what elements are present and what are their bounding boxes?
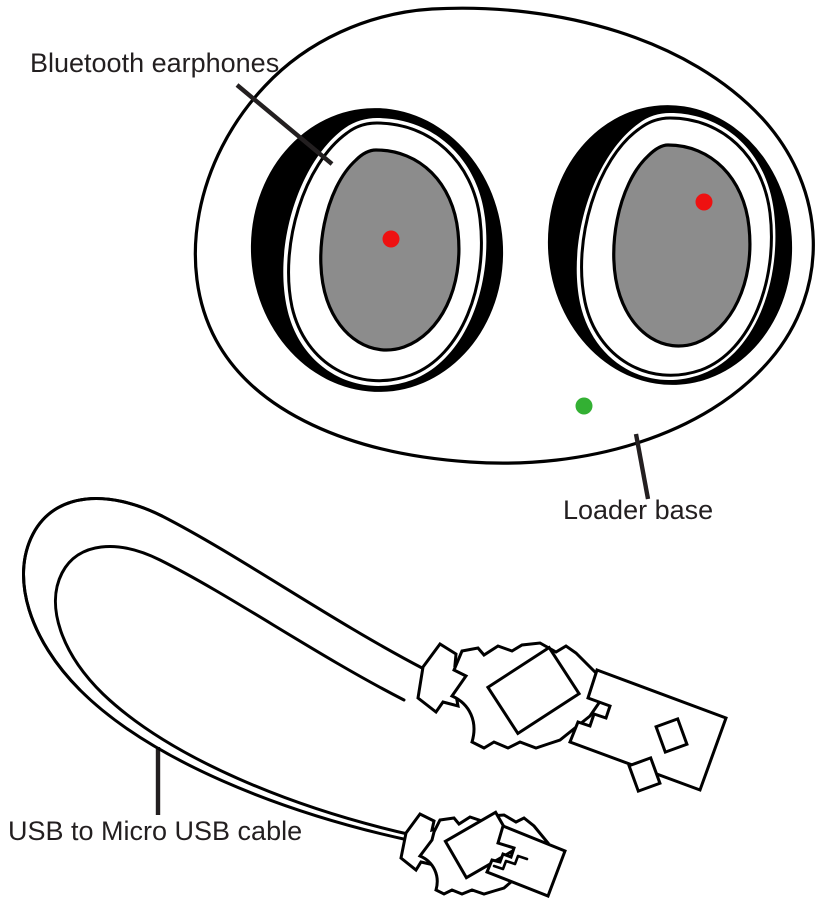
charging-status-led-icon [575,397,593,415]
usb-a-tongue-cutout-lower [627,755,662,794]
earbud-left-body [319,148,461,352]
loader-base-group [193,6,815,465]
usb-a-metal-tongue [568,668,728,792]
earbud-left-led-icon [382,230,400,248]
earphones-leader-line [235,83,334,166]
earbud-right-ring-outline [580,116,773,377]
micro-usb-connector [399,810,567,898]
label-usb-cable: USB to Micro USB cable [8,816,302,846]
micro-usb-tip-notch [492,854,529,871]
usb-a-logo-box [485,645,582,736]
micro-usb-metal-tip [485,823,567,898]
usb-a-connector [416,641,728,794]
label-bluetooth-earphones: Bluetooth earphones [30,48,279,78]
loader-base-leader-line [633,433,651,500]
cable-lower-edge [54,545,414,837]
cable-upper-edge [22,497,426,842]
earbud-left-ring-outline [287,121,483,383]
usb-cable-group [22,497,728,898]
label-loader-base: Loader base [563,495,713,525]
usb-a-tongue-cutout-upper [654,716,689,755]
earbud-right-led-icon [695,193,713,211]
cable-loop-inner-edge [22,497,164,692]
earbud-right-body [612,143,752,348]
